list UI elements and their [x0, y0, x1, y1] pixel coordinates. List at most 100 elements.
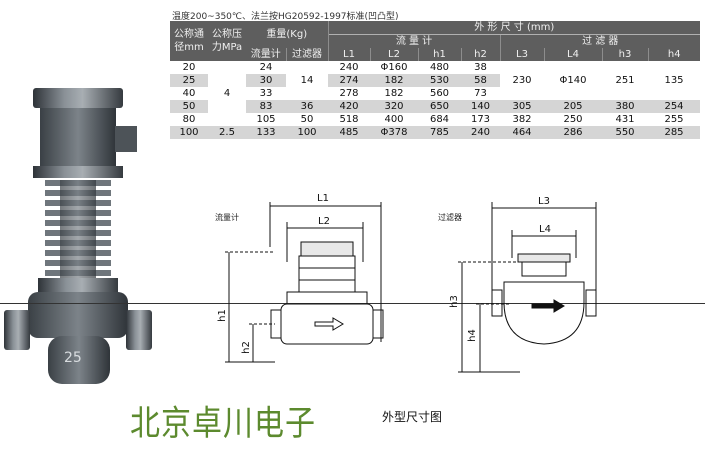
- header-nominal-pressure: 公称压力MPa: [208, 21, 246, 61]
- cell-h1: 560: [429, 88, 450, 99]
- cell-L2: 182: [370, 74, 418, 87]
- table-header-row-2: 流 量 计 过 滤 器: [170, 34, 700, 48]
- table-header-row-1: 公称通径mm 公称压力MPa 重量(Kg) 外 形 尺 寸 (mm): [170, 21, 700, 61]
- header-col-L4: L4: [544, 48, 603, 61]
- cell-weight-flowmeter: 83: [246, 100, 286, 113]
- dim-L2: L2: [318, 216, 330, 227]
- cell-L4-merged: Φ140: [544, 61, 602, 100]
- dim-L3: L3: [538, 196, 550, 207]
- filter-drawing: [458, 202, 597, 373]
- header-weight-flowmeter: 流量计: [246, 48, 287, 61]
- cell-weight-filter: 36: [286, 100, 328, 113]
- table-row: 25 30 274 182 530 58: [170, 74, 700, 87]
- cell-h2: 173: [470, 114, 491, 125]
- header-col-L1: L1: [328, 48, 371, 61]
- cell-weight-flowmeter: 33: [259, 88, 273, 99]
- cell-L2: 400: [384, 114, 404, 125]
- cell-weight-filter: 100: [286, 126, 328, 139]
- header-filter-dims: 过 滤 器: [500, 34, 700, 48]
- cell-L1: 485: [328, 126, 370, 139]
- cell-dn: 100: [170, 126, 208, 139]
- cell-h4: 255: [664, 114, 684, 125]
- cell-h4-merged: 135: [648, 61, 700, 100]
- dimension-drawing-title: 外型尺寸图: [382, 410, 443, 424]
- cell-weight-filter-merged: 14: [286, 61, 328, 100]
- cell-L3: 464: [500, 126, 544, 139]
- cell-h4: 285: [648, 126, 700, 139]
- header-col-L3: L3: [500, 48, 545, 61]
- table-row: 100 2.5 133 100 485 Φ378 785 240 464 286…: [170, 126, 700, 139]
- cell-L2: 182: [384, 88, 404, 99]
- header-weight-filter: 过滤器: [286, 48, 329, 61]
- cell-L4: 286: [544, 126, 602, 139]
- cell-h2: 240: [461, 126, 500, 139]
- header-col-h2: h2: [461, 48, 501, 61]
- table-row: 20 4 24 14 240 Φ160 480 38 230 Φ140 251 …: [170, 61, 700, 126]
- cell-weight-flowmeter: 133: [246, 126, 286, 139]
- photo-plate-text: 25: [64, 350, 82, 366]
- cell-pn: 2.5: [208, 126, 246, 139]
- cell-h2: 58: [461, 74, 500, 87]
- cell-h2: 140: [461, 100, 500, 113]
- cell-L4: 205: [544, 100, 602, 113]
- header-dimensions: 外 形 尺 寸 (mm): [328, 21, 700, 35]
- cell-h3: 431: [615, 114, 635, 125]
- cell-dn: 40: [182, 88, 196, 99]
- header-col-L2: L2: [370, 48, 419, 61]
- product-photo: 25: [4, 88, 152, 384]
- cooling-fins: [45, 180, 111, 280]
- cell-h3: 380: [602, 100, 648, 113]
- cell-h1: 650: [418, 100, 461, 113]
- cell-L1: 518: [339, 114, 359, 125]
- header-flowmeter-dims: 流 量 计: [328, 34, 501, 48]
- cell-L1: 274: [328, 74, 370, 87]
- table-row: 50 83 36 420 320 650 140 305 205 380 254: [170, 100, 700, 113]
- photo-watermark: 北京卓川电子: [130, 403, 316, 445]
- spec-table: 公称通径mm 公称压力MPa 重量(Kg) 外 形 尺 寸 (mm) 流 量 计…: [170, 21, 700, 139]
- cell-h1: 684: [429, 114, 450, 125]
- cell-weight-flowmeter: 105: [256, 114, 276, 125]
- cell-h3-merged: 251: [602, 61, 648, 100]
- dim-L4: L4: [539, 224, 551, 235]
- cell-weight-flowmeter: 24: [259, 62, 273, 73]
- table-row: 40 33 278 182 560 73: [170, 87, 700, 100]
- filter-drawing-label: 过滤器: [438, 213, 462, 222]
- cell-h2: 73: [474, 88, 487, 99]
- cell-L4: 250: [563, 114, 583, 125]
- dim-h2: h2: [240, 341, 252, 354]
- cell-L3-merged: 230: [500, 61, 544, 100]
- dim-L1: L1: [317, 193, 329, 204]
- cell-h1: 480: [429, 62, 450, 73]
- header-col-h4: h4: [648, 48, 700, 61]
- table-row: 80 105 50 518 400 684 173 382 250 431 25…: [170, 113, 700, 126]
- flowmeter-drawing: [225, 202, 384, 363]
- cell-L1: 240: [339, 62, 359, 73]
- spec-caption: 温度200~350℃、法兰按HG20592-1997标准(凹凸型): [172, 12, 399, 22]
- table-header-row-3: 流量计 过滤器 L1 L2 h1 h2 L3 L4 h3 h4: [170, 48, 700, 61]
- flowmeter-drawing-label: 流量计: [215, 213, 239, 222]
- cell-L3: 305: [500, 100, 544, 113]
- cell-L1: 420: [328, 100, 370, 113]
- header-weight: 重量(Kg): [246, 21, 329, 48]
- cell-h4: 254: [648, 100, 700, 113]
- dim-h1: h1: [216, 309, 228, 322]
- cell-weight-flowmeter: 30: [246, 74, 286, 87]
- header-col-h1: h1: [418, 48, 462, 61]
- cell-h1: 530: [418, 74, 461, 87]
- cell-L3: 382: [512, 114, 532, 125]
- cell-h1: 785: [418, 126, 461, 139]
- cell-weight-filter: 50: [300, 114, 314, 125]
- cell-L2: Φ378: [370, 126, 418, 139]
- cell-h2: 38: [474, 62, 487, 73]
- header-col-h3: h3: [602, 48, 649, 61]
- cell-L1: 278: [339, 88, 359, 99]
- cell-dn: 25: [170, 74, 208, 87]
- cell-dn: 50: [170, 100, 208, 113]
- cell-h3: 550: [602, 126, 648, 139]
- cell-L2: Φ160: [380, 62, 408, 73]
- dim-h4: h4: [466, 329, 478, 342]
- cell-L2: 320: [370, 100, 418, 113]
- header-nominal-diameter: 公称通径mm: [170, 21, 208, 61]
- cell-dn: 80: [182, 114, 196, 125]
- dim-h3: h3: [448, 295, 460, 308]
